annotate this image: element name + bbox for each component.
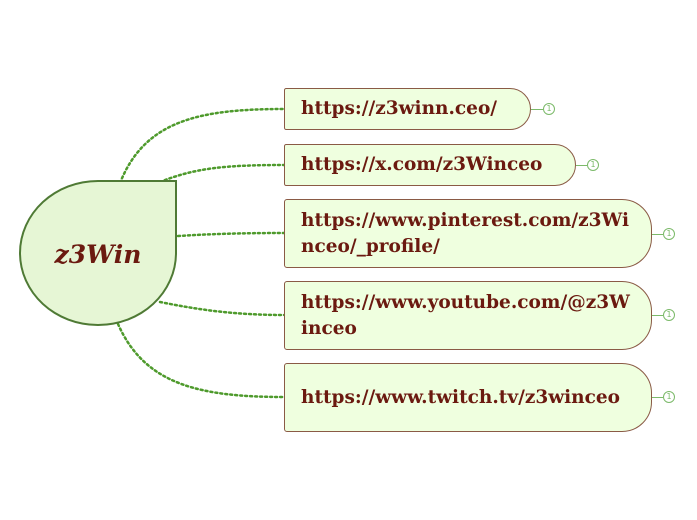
topic-count-badge[interactable]: 1	[587, 159, 599, 171]
topic-label: https://www.pinterest.com/z3Winceo/_prof…	[301, 209, 630, 257]
badge-connector	[576, 165, 587, 166]
topic-node-pinterest[interactable]: https://www.pinterest.com/z3Winceo/_prof…	[284, 199, 652, 268]
topic-count-badge[interactable]: 1	[543, 103, 555, 115]
topic-label: https://www.youtube.com/@z3Winceo	[301, 291, 630, 339]
topic-count-badge[interactable]: 1	[663, 309, 675, 321]
topic-node-youtube[interactable]: https://www.youtube.com/@z3Winceo	[284, 281, 652, 350]
badge-connector	[652, 397, 663, 398]
badge-connector	[531, 109, 543, 110]
connector-line	[158, 163, 287, 184]
topic-label: https://z3winn.ceo/	[301, 98, 498, 119]
central-topic[interactable]: z3Win	[19, 180, 177, 326]
topic-label: https://www.twitch.tv/z3winceo	[301, 386, 620, 408]
topic-count-badge[interactable]: 1	[663, 391, 675, 403]
connector-line	[116, 322, 287, 399]
topic-count-badge[interactable]: 1	[663, 228, 675, 240]
badge-connector	[652, 234, 663, 235]
connector-line	[176, 231, 287, 238]
connector-line	[118, 107, 287, 185]
topic-node-x[interactable]: https://x.com/z3Winceo	[284, 144, 576, 186]
central-topic-label: z3Win	[54, 239, 142, 269]
topic-node-website[interactable]: https://z3winn.ceo/	[284, 88, 531, 130]
topic-node-twitch[interactable]: https://www.twitch.tv/z3winceo	[284, 363, 652, 432]
topic-label: https://x.com/z3Winceo	[301, 154, 543, 175]
badge-connector	[652, 315, 663, 316]
connector-line	[158, 300, 287, 317]
